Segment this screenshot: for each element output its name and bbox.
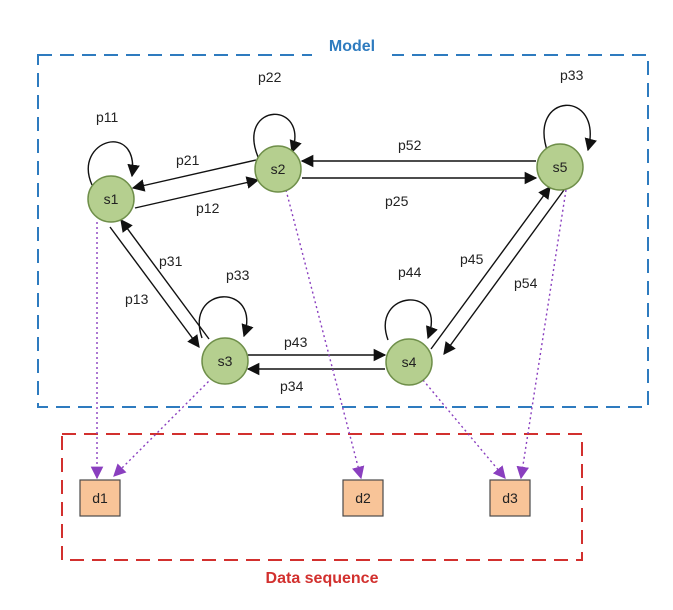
state-label-s3: s3 bbox=[218, 353, 233, 369]
emission-s4-d3 bbox=[422, 379, 506, 479]
self-loop-s2 bbox=[253, 113, 302, 158]
label-p45: p45 bbox=[460, 251, 484, 267]
transition-s5-s4 bbox=[443, 189, 565, 356]
label-p31: p31 bbox=[159, 253, 183, 269]
label-p43: p43 bbox=[284, 334, 308, 350]
model-group-box bbox=[37, 54, 649, 408]
label-p33-s3: p33 bbox=[226, 267, 250, 283]
transition-s3-s1 bbox=[120, 218, 210, 340]
state-label-s1: s1 bbox=[104, 191, 119, 207]
state-node-s5: s5 bbox=[536, 143, 584, 191]
state-label-s5: s5 bbox=[553, 159, 568, 175]
state-node-s4: s4 bbox=[385, 338, 433, 386]
label-p13: p13 bbox=[125, 291, 149, 307]
state-label-s2: s2 bbox=[271, 161, 286, 177]
model-title-backing bbox=[312, 36, 392, 60]
observation-label-d1: d1 bbox=[92, 490, 108, 506]
emission-s5-d3 bbox=[516, 189, 567, 480]
transition-s1-s2 bbox=[134, 176, 260, 209]
label-p21: p21 bbox=[176, 152, 200, 168]
label-p11: p11 bbox=[96, 109, 119, 125]
transition-s1-s3 bbox=[109, 226, 200, 349]
self-loop-s5 bbox=[543, 104, 597, 154]
label-p25: p25 bbox=[385, 193, 409, 209]
model-title: Model bbox=[329, 38, 375, 55]
self-loop-s4 bbox=[384, 299, 438, 341]
label-p44: p44 bbox=[398, 264, 422, 280]
label-p34: p34 bbox=[280, 378, 304, 394]
observation-label-d3: d3 bbox=[502, 490, 518, 506]
data-sequence-title: Data sequence bbox=[266, 570, 379, 587]
state-node-s2: s2 bbox=[254, 145, 302, 193]
data-sequence-group-box bbox=[61, 433, 583, 561]
state-label-s4: s4 bbox=[402, 354, 417, 370]
observation-node-d2: d2 bbox=[342, 479, 384, 517]
label-p12: p12 bbox=[196, 200, 220, 216]
self-loop-s1 bbox=[87, 141, 140, 186]
label-p33-s5: p33 bbox=[560, 67, 584, 83]
transition-s4-s5 bbox=[430, 185, 551, 350]
emission-s3-d1 bbox=[113, 377, 213, 477]
label-p54: p54 bbox=[514, 275, 538, 291]
self-loop-s3 bbox=[198, 296, 254, 339]
observation-label-d2: d2 bbox=[355, 490, 371, 506]
state-node-s1: s1 bbox=[87, 175, 135, 223]
transition-s2-s1 bbox=[131, 159, 257, 192]
state-node-s3: s3 bbox=[201, 337, 249, 385]
observation-node-d1: d1 bbox=[79, 479, 121, 517]
label-p22: p22 bbox=[258, 69, 282, 85]
label-p52: p52 bbox=[398, 137, 422, 153]
observation-node-d3: d3 bbox=[489, 479, 531, 517]
